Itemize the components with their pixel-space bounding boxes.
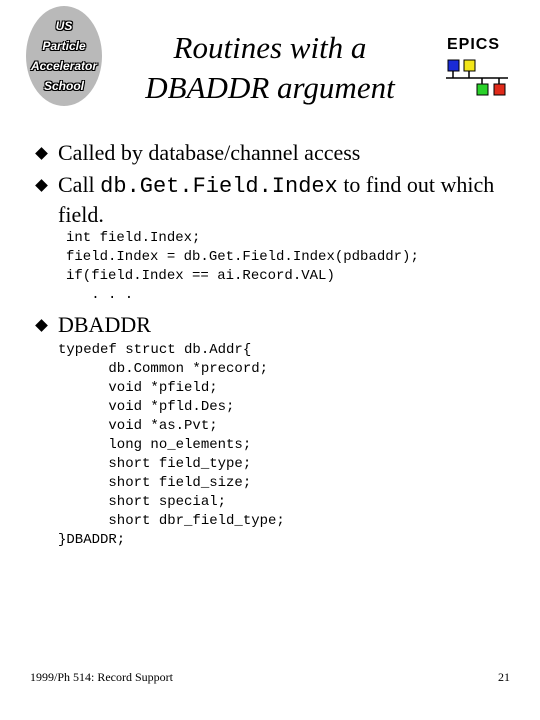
code-line: int field.Index;	[66, 230, 201, 246]
us-pas-logo: US Particle Accelerator School	[26, 6, 102, 106]
blue-node	[447, 59, 460, 72]
logo-text: US Particle Accelerator School	[26, 16, 102, 96]
bullet-2-suffix: to find out which	[337, 172, 495, 197]
red-node	[493, 83, 506, 96]
code-line: typedef struct db.Addr{	[58, 342, 252, 358]
title-line-1: Routines with a	[173, 30, 367, 65]
code-line: short field_type;	[58, 456, 252, 472]
code-line: db.Common *precord;	[58, 361, 269, 377]
slide-title: Routines with a DBADDR argument	[130, 28, 410, 108]
bullet-1-text: Called by database/channel access	[58, 140, 361, 165]
page-number: 21	[498, 670, 510, 684]
logo-oval	[26, 6, 102, 106]
code-line: short dbr_field_type;	[58, 513, 285, 529]
code-line: . . .	[66, 287, 134, 303]
logo-line: Particle	[42, 39, 86, 53]
bullet-diamond-icon	[35, 319, 48, 332]
code-line: void *pfield;	[58, 380, 218, 396]
title-line-2: DBADDR argument	[145, 70, 395, 105]
bullet-2-continuation: field.	[58, 202, 104, 227]
logo-line: US	[55, 19, 73, 33]
code-line: }DBADDR;	[58, 532, 126, 548]
bullet-3-text: DBADDR	[58, 312, 151, 337]
code-line: field.Index = db.Get.Field.Index(pdbaddr…	[66, 249, 419, 265]
bullet-diamond-icon	[35, 147, 48, 160]
code-line: short field_size;	[58, 475, 252, 491]
bullet-2-code: db.Get.Field.Index	[100, 174, 338, 199]
bullet-2-text: Call db.Get.Field.Index to find out whic…	[58, 170, 494, 202]
logo-line: Accelerator	[30, 59, 98, 73]
logo-line: School	[43, 79, 84, 93]
code-line: short special;	[58, 494, 227, 510]
code-line: void *as.Pvt;	[58, 418, 218, 434]
footer-course: 1999/Ph 514: Record Support	[30, 670, 173, 684]
code-line: if(field.Index == ai.Record.VAL)	[66, 268, 335, 284]
bullet-diamond-icon	[35, 179, 48, 192]
code-line: long no_elements;	[58, 437, 252, 453]
code-line: void *pfld.Des;	[58, 399, 235, 415]
green-node	[476, 83, 489, 96]
epics-network-icon	[446, 59, 508, 96]
epics-label: EPICS	[447, 36, 501, 53]
yellow-node	[463, 59, 476, 72]
bullet-2-prefix: Call	[58, 172, 101, 197]
